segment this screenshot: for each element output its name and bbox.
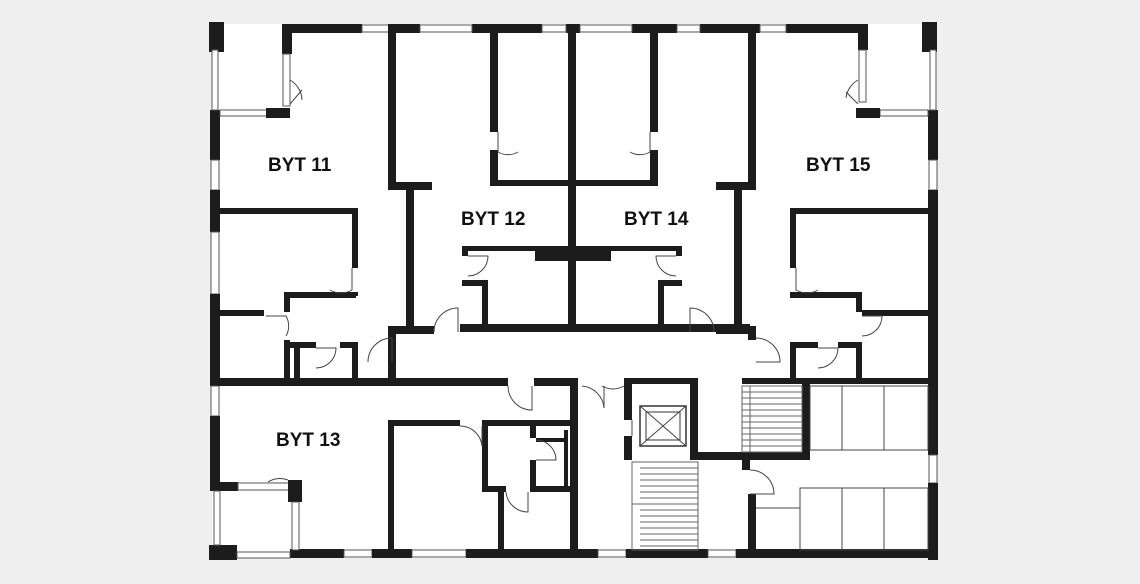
stairs (631, 385, 803, 551)
unit-label-byt15: BYT 15 (806, 155, 871, 176)
exterior-walls (209, 22, 938, 560)
elevator (639, 405, 687, 447)
storage-units (756, 385, 929, 551)
balconies (210, 24, 937, 559)
unit-label-byt14: BYT 14 (624, 209, 689, 230)
doors (266, 132, 883, 513)
unit-labels: BYT 11 BYT 12 BYT 13 BYT 14 BYT 15 (268, 155, 871, 451)
unit-label-byt11: BYT 11 (268, 155, 332, 176)
unit-label-byt13: BYT 13 (276, 430, 340, 451)
unit-label-byt12: BYT 12 (461, 209, 525, 230)
interior-walls (218, 24, 930, 554)
